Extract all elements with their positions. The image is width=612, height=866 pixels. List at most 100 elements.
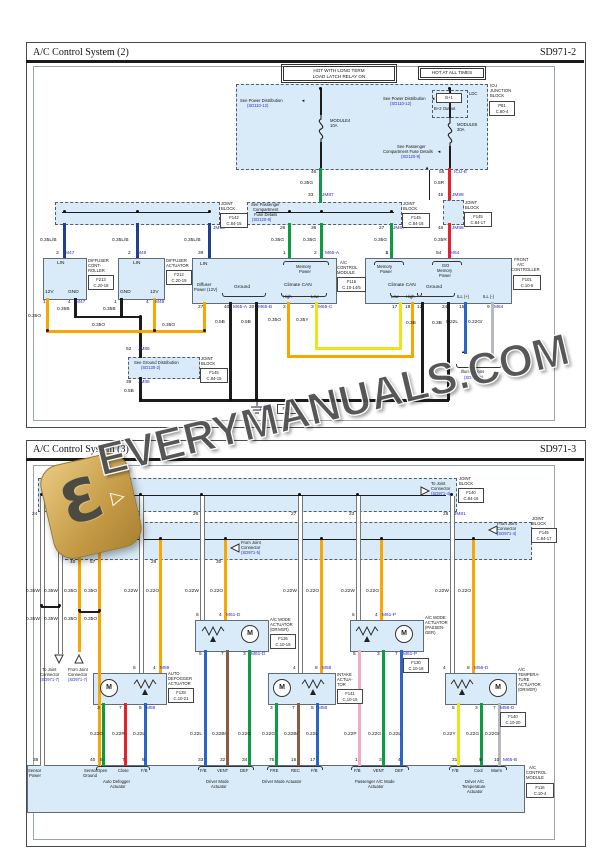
wire — [40, 496, 45, 766]
connector-label: M56-D — [500, 706, 515, 711]
label: JOINT — [201, 356, 214, 361]
cross-ref-link[interactable]: (SD971-5) — [241, 550, 261, 555]
wire — [79, 611, 100, 613]
cross-ref-link[interactable]: (SD130-2) — [141, 365, 161, 370]
label: (DRIVER) — [518, 687, 537, 692]
label: Auto Defogger — [103, 779, 131, 784]
wire — [315, 347, 402, 350]
label: AUTO — [168, 671, 180, 676]
label: 0.35L/B — [112, 238, 129, 243]
connector-ref-box: B+1 — [436, 93, 462, 103]
label: 3 — [243, 652, 246, 657]
wire — [287, 302, 290, 358]
component-box — [445, 673, 517, 705]
cross-ref-link[interactable]: (SD120-8) — [252, 217, 272, 222]
brace — [198, 766, 254, 770]
label: Actuator — [467, 789, 483, 794]
wire — [315, 302, 318, 350]
label: Actuator — [110, 784, 126, 789]
label: 26 — [193, 512, 199, 517]
cross-ref-link[interactable]: (SD971-4) — [431, 491, 451, 496]
diagram-title-1: A/C Control System (2) — [33, 47, 129, 58]
label: 46 — [311, 170, 317, 175]
label: Ground — [426, 285, 442, 290]
label: 6 — [133, 666, 136, 671]
label: TEMPERA- — [518, 672, 540, 677]
label: 5 — [139, 706, 142, 711]
wire — [204, 650, 207, 766]
junction-dot — [139, 493, 142, 496]
label: 0.35W — [26, 589, 40, 594]
label: 1 — [43, 300, 46, 305]
label: A/C MODE — [425, 615, 446, 620]
connector-label: JM81 — [454, 512, 466, 517]
cross-ref-link[interactable]: (SD110-12) — [247, 103, 269, 108]
connector-label: M61-P — [403, 652, 418, 657]
cross-ref-link[interactable]: (SD110-12) — [390, 101, 412, 106]
label: 5 — [199, 652, 202, 657]
label: DEF — [240, 768, 249, 773]
wire — [297, 703, 300, 766]
label: BLOCK — [490, 93, 505, 98]
label: 0.35G — [303, 238, 317, 243]
label: Compartment Fuse Details — [383, 149, 433, 154]
header-rule-2 — [26, 458, 584, 461]
label: F/B — [452, 768, 459, 773]
label: 0.35O — [92, 323, 106, 328]
wire — [70, 539, 510, 540]
wire — [256, 212, 394, 213]
label: From Joint — [241, 540, 261, 545]
wire — [74, 298, 77, 318]
label: 4 — [443, 666, 446, 671]
label: MODULE — [337, 270, 355, 275]
label: Connector — [241, 545, 261, 550]
cross-ref-link[interactable]: (SD971-7) — [68, 677, 88, 682]
label: Connector — [40, 672, 60, 677]
label: BLOCK — [403, 206, 418, 211]
power-state-box: HOT AT ALL TIMES — [418, 66, 486, 80]
wire — [411, 302, 414, 358]
label: 1 — [386, 251, 389, 256]
label: 0.35B — [57, 307, 70, 312]
label: ACTUATOR — [270, 622, 293, 627]
ground-icon — [251, 401, 263, 414]
cross-ref-link[interactable]: (SD901-2) — [464, 375, 484, 380]
wire — [472, 540, 475, 673]
label: DIFFUSER — [88, 258, 109, 263]
label: Compartment — [253, 207, 279, 212]
component-box — [43, 258, 87, 300]
label: 0.3B — [406, 321, 416, 326]
label: 0.22W — [124, 589, 138, 594]
label: CONTROL — [526, 770, 547, 775]
cross-ref-link[interactable]: (SD971-4) — [497, 531, 517, 536]
label: 54 — [436, 251, 442, 256]
label: 16 — [291, 758, 297, 763]
connector-label: M61-D — [251, 652, 266, 657]
label: Warm — [491, 768, 503, 773]
wire — [320, 142, 322, 168]
resistor-icon — [301, 678, 325, 695]
junction-dot — [224, 537, 227, 540]
wire — [120, 298, 123, 318]
fuse-icon — [318, 114, 324, 144]
label: 7 — [292, 706, 295, 711]
connector-label: M64 — [494, 305, 504, 310]
label: 40 — [90, 758, 96, 763]
connector-label: JM86 — [213, 226, 225, 231]
cross-ref-link[interactable]: (SD971-7) — [40, 677, 60, 682]
label: 0.35W — [44, 617, 58, 622]
junction-dot — [320, 210, 323, 213]
wire — [298, 496, 303, 673]
label: DEFOGGER — [168, 676, 192, 681]
label: 0.35B — [103, 307, 116, 312]
cross-ref-link[interactable]: (SD120-9) — [401, 154, 421, 159]
label: MODULE6 — [457, 122, 478, 127]
wire — [320, 540, 323, 673]
